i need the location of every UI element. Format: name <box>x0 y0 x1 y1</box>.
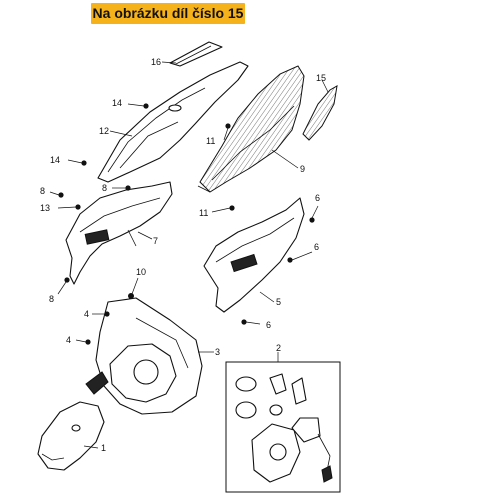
callout-12: 12 <box>99 126 109 136</box>
callout-2: 2 <box>276 343 281 353</box>
callout-10: 10 <box>136 267 146 277</box>
callout-15: 15 <box>316 73 326 83</box>
callout-14: 14 <box>50 155 60 165</box>
part-7-lower-side-cover <box>65 181 173 285</box>
callout-4: 4 <box>84 309 89 319</box>
callout-7: 7 <box>153 236 158 246</box>
part-9-side-panel <box>197 65 305 193</box>
callout-9: 9 <box>300 164 305 174</box>
fasteners <box>49 103 319 345</box>
callout-8: 8 <box>49 294 54 304</box>
callout-1: 1 <box>101 443 106 453</box>
part-1-front-cover <box>37 401 105 471</box>
part-5-lower-side-cover <box>203 197 305 313</box>
part-12-side-cover <box>97 61 249 183</box>
callout-6: 6 <box>266 320 271 330</box>
part-16-trim-strip <box>169 41 223 67</box>
callout-8: 8 <box>102 183 107 193</box>
callout-16: 16 <box>151 57 161 67</box>
callout-11: 11 <box>206 136 215 146</box>
callout-labels: 16 15 14 12 11 14 9 8 8 13 11 6 7 6 10 8… <box>40 57 326 453</box>
callout-3: 3 <box>215 347 220 357</box>
part-15-small-cover <box>302 85 338 141</box>
callout-13: 13 <box>40 203 50 213</box>
callout-6: 6 <box>315 193 320 203</box>
callout-11: 11 <box>199 208 208 218</box>
part-3-body-housing <box>85 297 203 415</box>
callout-14: 14 <box>112 98 122 108</box>
title-text: Na obrázku díl číslo 15 <box>92 5 244 21</box>
part-2-lock-set-box <box>225 361 341 493</box>
callout-5: 5 <box>276 297 281 307</box>
title-banner: Na obrázku díl číslo 15 <box>91 3 245 24</box>
callout-6: 6 <box>314 242 319 252</box>
callout-8: 8 <box>40 186 45 196</box>
leader-lines <box>83 61 329 449</box>
callout-4: 4 <box>66 335 71 345</box>
